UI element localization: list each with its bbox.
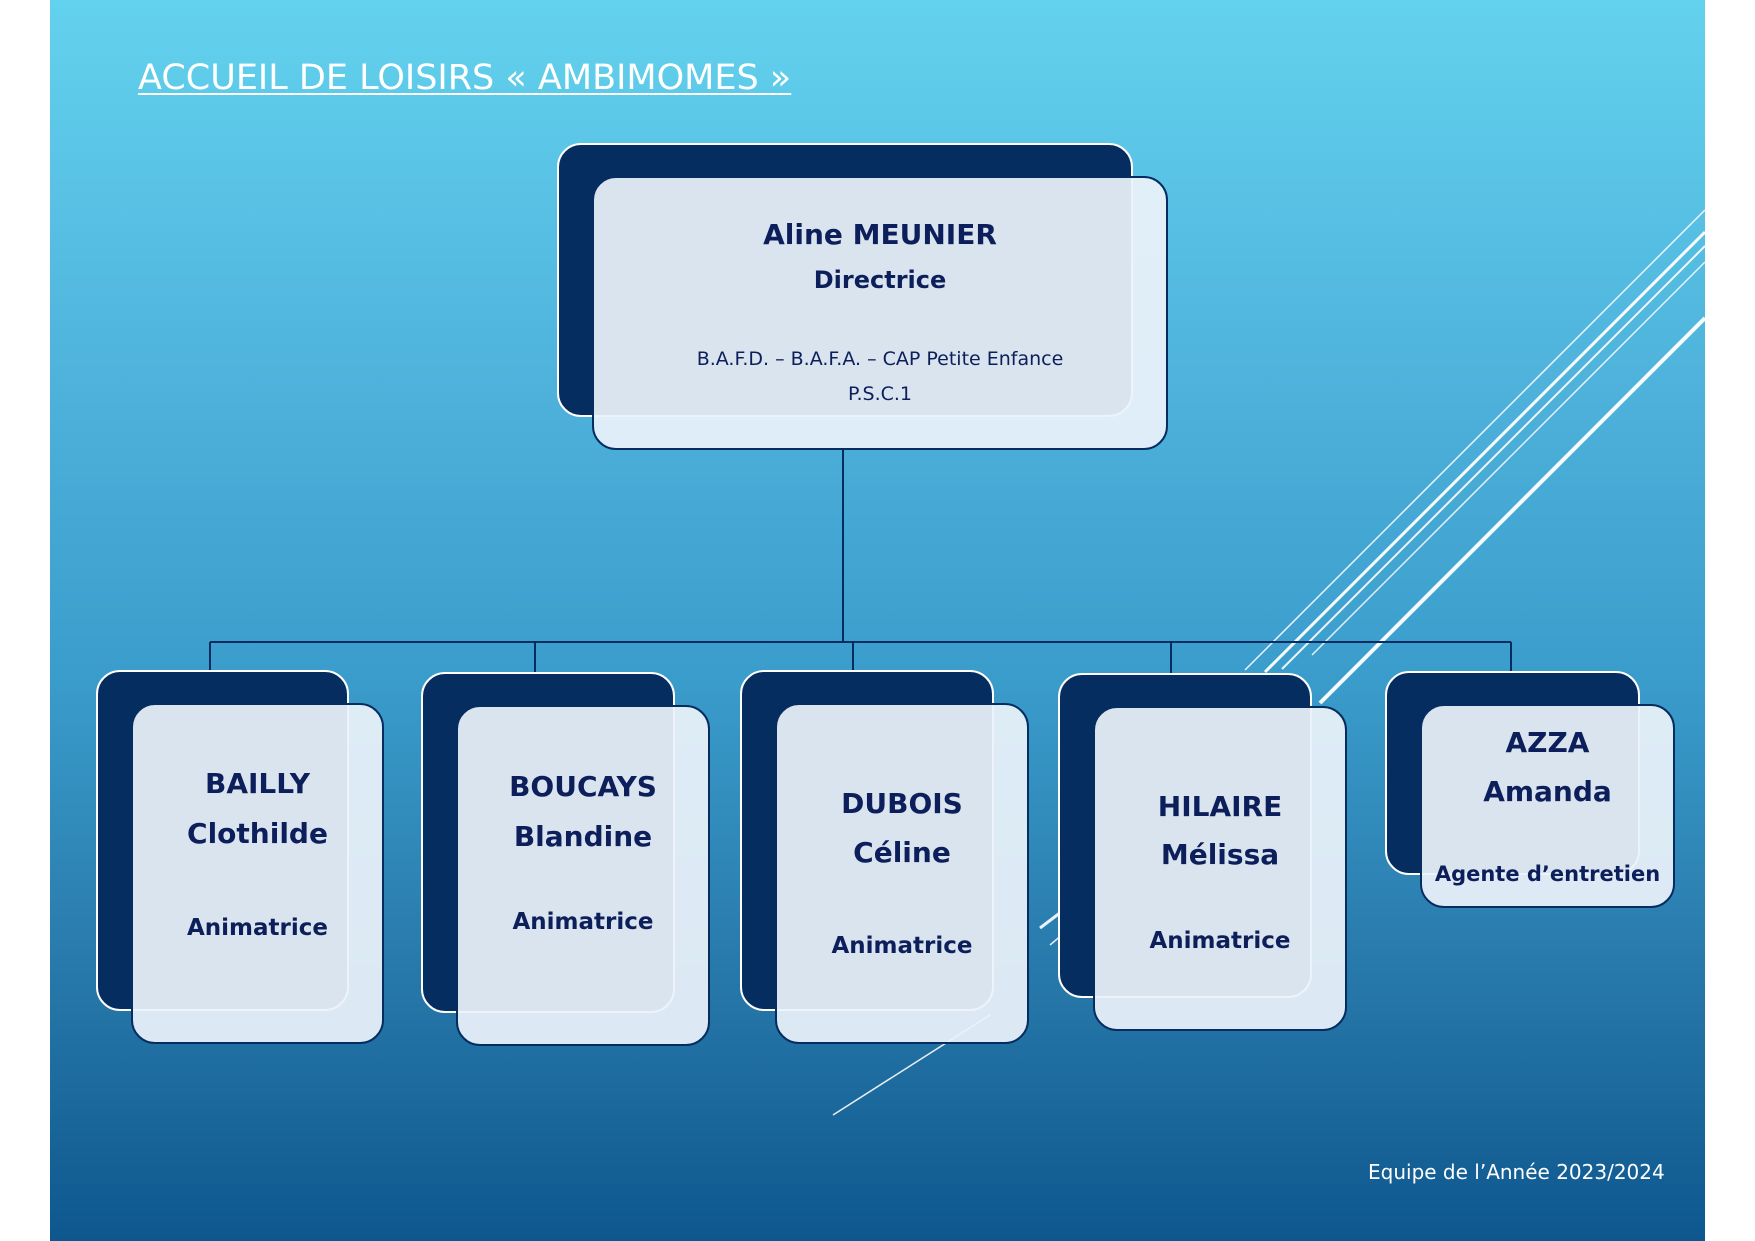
staff-last-name: HILAIRE [1157,790,1283,823]
staff-role: Animatrice [1149,928,1291,954]
page-title: ACCUEIL DE LOISIRS « AMBIMOMES » [138,58,792,98]
staff-first-name: Céline [853,836,951,869]
staff-last-name: BAILLY [204,767,311,800]
director-name: Aline MEUNIER [763,218,997,251]
footer-year: Equipe de l’Année 2023/2024 [1368,1160,1665,1184]
director-certification: P.S.C.1 [847,383,913,405]
staff-first-name: Clothilde [187,817,328,850]
staff-last-name: AZZA [1505,726,1590,759]
staff-node: HILAIRE Mélissa Animatrice [1058,673,1347,1031]
staff-node: DUBOIS Céline Animatrice [740,670,1029,1044]
staff-first-name: Mélissa [1160,838,1280,871]
director-node: Aline MEUNIER Directrice B.A.F.D. – B.A.… [557,143,1168,450]
staff-role: Animatrice [512,909,654,935]
staff-card: DUBOIS Céline Animatrice [775,703,1029,1044]
director-card: Aline MEUNIER Directrice B.A.F.D. – B.A.… [592,176,1168,450]
director-role: Directrice [813,266,947,294]
staff-card: AZZA Amanda Agente d’entretien [1420,704,1675,908]
staff-last-name: BOUCAYS [509,770,657,803]
staff-card: HILAIRE Mélissa Animatrice [1093,706,1347,1031]
staff-card: BOUCAYS Blandine Animatrice [456,705,710,1046]
staff-first-name: Blandine [513,820,653,853]
staff-node: BOUCAYS Blandine Animatrice [421,672,710,1046]
staff-role: Agente d’entretien [1434,862,1661,886]
staff-role: Animatrice [187,915,328,941]
staff-node: BAILLY Clothilde Animatrice [96,670,384,1044]
staff-card: BAILLY Clothilde Animatrice [131,703,384,1044]
slide: ACCUEIL DE LOISIRS « AMBIMOMES » Aline M… [50,0,1705,1241]
staff-first-name: Amanda [1483,775,1612,808]
staff-last-name: DUBOIS [841,787,963,820]
director-qualifications: B.A.F.D. – B.A.F.A. – CAP Petite Enfance [696,348,1064,370]
staff-role: Animatrice [831,933,973,959]
org-chart-connectors [209,448,1512,673]
staff-node: AZZA Amanda Agente d’entretien [1385,671,1675,908]
